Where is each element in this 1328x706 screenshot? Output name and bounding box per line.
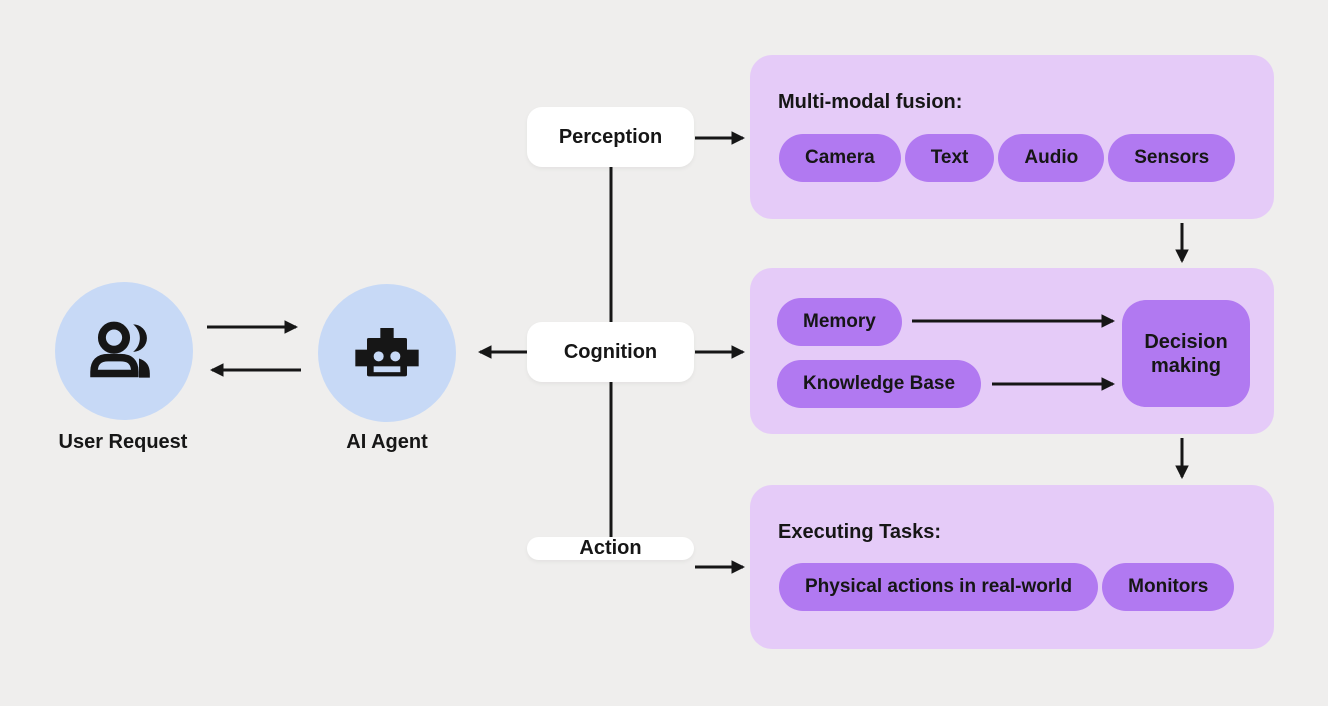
perception-pill-row: Camera Text Audio Sensors bbox=[779, 134, 1236, 182]
user-request-node bbox=[55, 282, 193, 420]
pill-physical-actions: Physical actions in real-world bbox=[779, 563, 1099, 611]
panel-executing-tasks: Executing Tasks: Physical actions in rea… bbox=[750, 485, 1274, 649]
pill-monitors: Monitors bbox=[1102, 563, 1235, 611]
panel-multimodal-heading: Multi-modal fusion: bbox=[778, 91, 963, 113]
pill-audio: Audio bbox=[998, 134, 1105, 182]
robot-icon bbox=[355, 328, 419, 377]
stage-action: Action bbox=[527, 537, 694, 560]
decision-making-box: Decision making bbox=[1122, 300, 1250, 407]
stage-perception-label: Perception bbox=[558, 125, 663, 148]
ai-agent-label: AI Agent bbox=[346, 431, 428, 453]
ai-agent-node bbox=[318, 284, 456, 422]
action-pill-row: Physical actions in real-world Monitors bbox=[779, 563, 1235, 611]
panel-cognition: Memory Knowledge Base Decision making bbox=[750, 268, 1274, 434]
pill-memory: Memory bbox=[777, 298, 902, 346]
pill-text: Text bbox=[904, 134, 995, 182]
stage-cognition-label: Cognition bbox=[563, 340, 658, 363]
panel-executing-heading: Executing Tasks: bbox=[778, 521, 942, 543]
panel-multimodal-fusion: Multi-modal fusion: Camera Text Audio Se… bbox=[750, 55, 1274, 219]
stage-action-label: Action bbox=[579, 537, 642, 559]
stage-perception: Perception bbox=[527, 107, 694, 167]
user-request-label: User Request bbox=[58, 431, 188, 453]
pill-camera: Camera bbox=[779, 134, 901, 182]
decision-making-label: Decision making bbox=[1144, 330, 1228, 377]
people-icon bbox=[90, 321, 150, 378]
stage-cognition: Cognition bbox=[527, 322, 694, 382]
pill-sensors: Sensors bbox=[1108, 134, 1236, 182]
pill-knowledge-base: Knowledge Base bbox=[777, 360, 982, 408]
